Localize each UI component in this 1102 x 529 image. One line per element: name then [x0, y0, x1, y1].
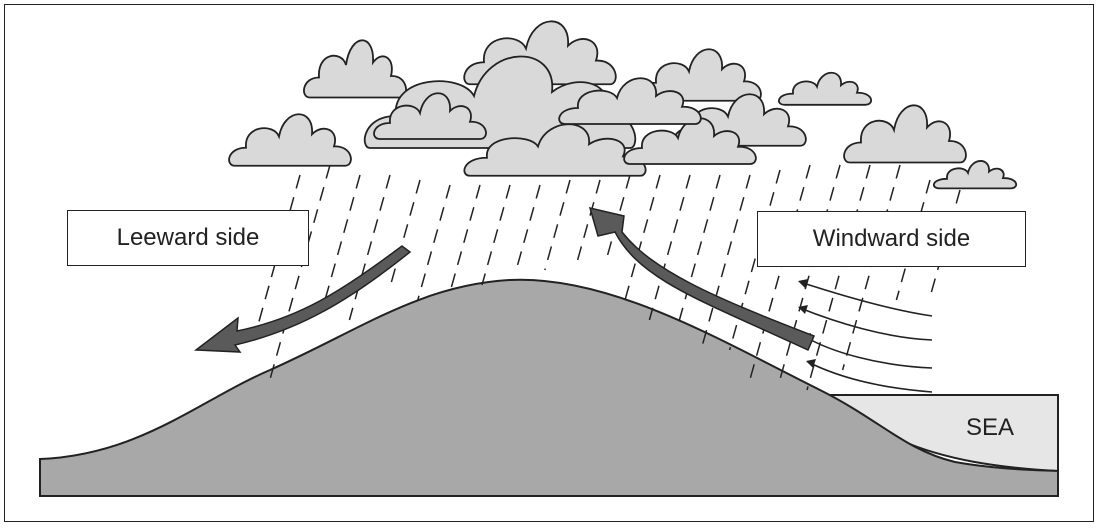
rain-streak: [418, 185, 450, 300]
rain-streak: [843, 165, 900, 370]
windward-side-text: Windward side: [813, 225, 970, 253]
windward-side-label: Windward side: [757, 211, 1026, 267]
rain-streak: [482, 185, 510, 285]
sea-label: SEA: [940, 414, 1040, 442]
mountain: [40, 280, 1058, 496]
leeward-side-label: Leeward side: [67, 210, 309, 266]
clouds: [229, 21, 1016, 188]
cloud-1: [304, 40, 406, 97]
rain-streak: [516, 185, 540, 270]
rain-streak: [349, 175, 390, 320]
cloud-4: [779, 73, 871, 105]
cloud-3: [639, 49, 761, 100]
rain-streak: [780, 165, 840, 380]
rain-streak: [625, 175, 660, 300]
rain-streak: [750, 165, 810, 380]
cloud-11: [934, 161, 1016, 188]
incoming-wind-lines: [800, 282, 932, 392]
leeward-side-text: Leeward side: [117, 224, 260, 252]
rain-streak: [807, 165, 870, 390]
cloud-5: [844, 105, 966, 162]
wind-arrowheads: [798, 279, 816, 368]
rain-streak: [389, 180, 420, 290]
rain-streak: [451, 185, 480, 290]
cloud-8: [229, 114, 351, 165]
rain-streak: [649, 175, 690, 320]
rain-streak: [545, 180, 570, 270]
rain-streak: [701, 175, 750, 350]
